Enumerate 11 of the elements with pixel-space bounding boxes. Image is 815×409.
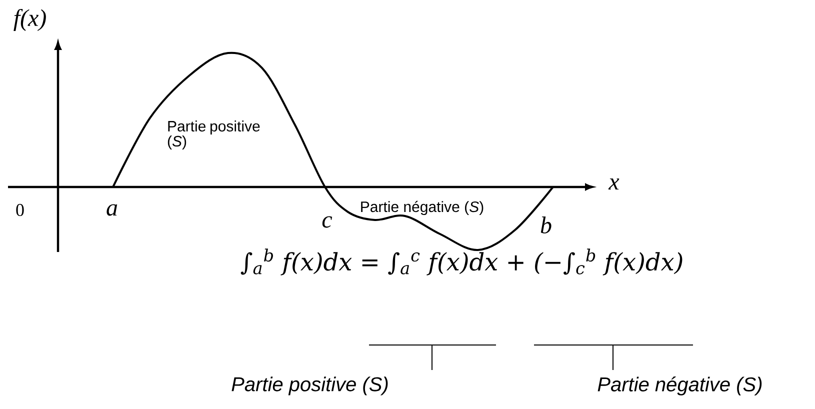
axis-label: x bbox=[608, 178, 620, 190]
area-label: Partie négative (S) bbox=[361, 200, 484, 216]
axis-label: f(x) bbox=[14, 9, 46, 31]
integral-formula: ∫$_{a}$$^{b}$ f(x)dx = ∫$_{a}$$^{c}$ f(x)dx + (−∫$_{c}$$^{b}$ f(x)dx) bbox=[240, 248, 682, 276]
bracket-label: Partie positive (S) bbox=[232, 376, 388, 396]
point-label: b bbox=[540, 216, 552, 234]
point-label: a bbox=[106, 204, 118, 216]
point-label: c bbox=[322, 216, 332, 228]
area-label: Partie positive (S) bbox=[168, 120, 260, 150]
bracket-label: Partie négative (S) bbox=[598, 376, 762, 396]
origin-label: 0 bbox=[16, 204, 24, 216]
